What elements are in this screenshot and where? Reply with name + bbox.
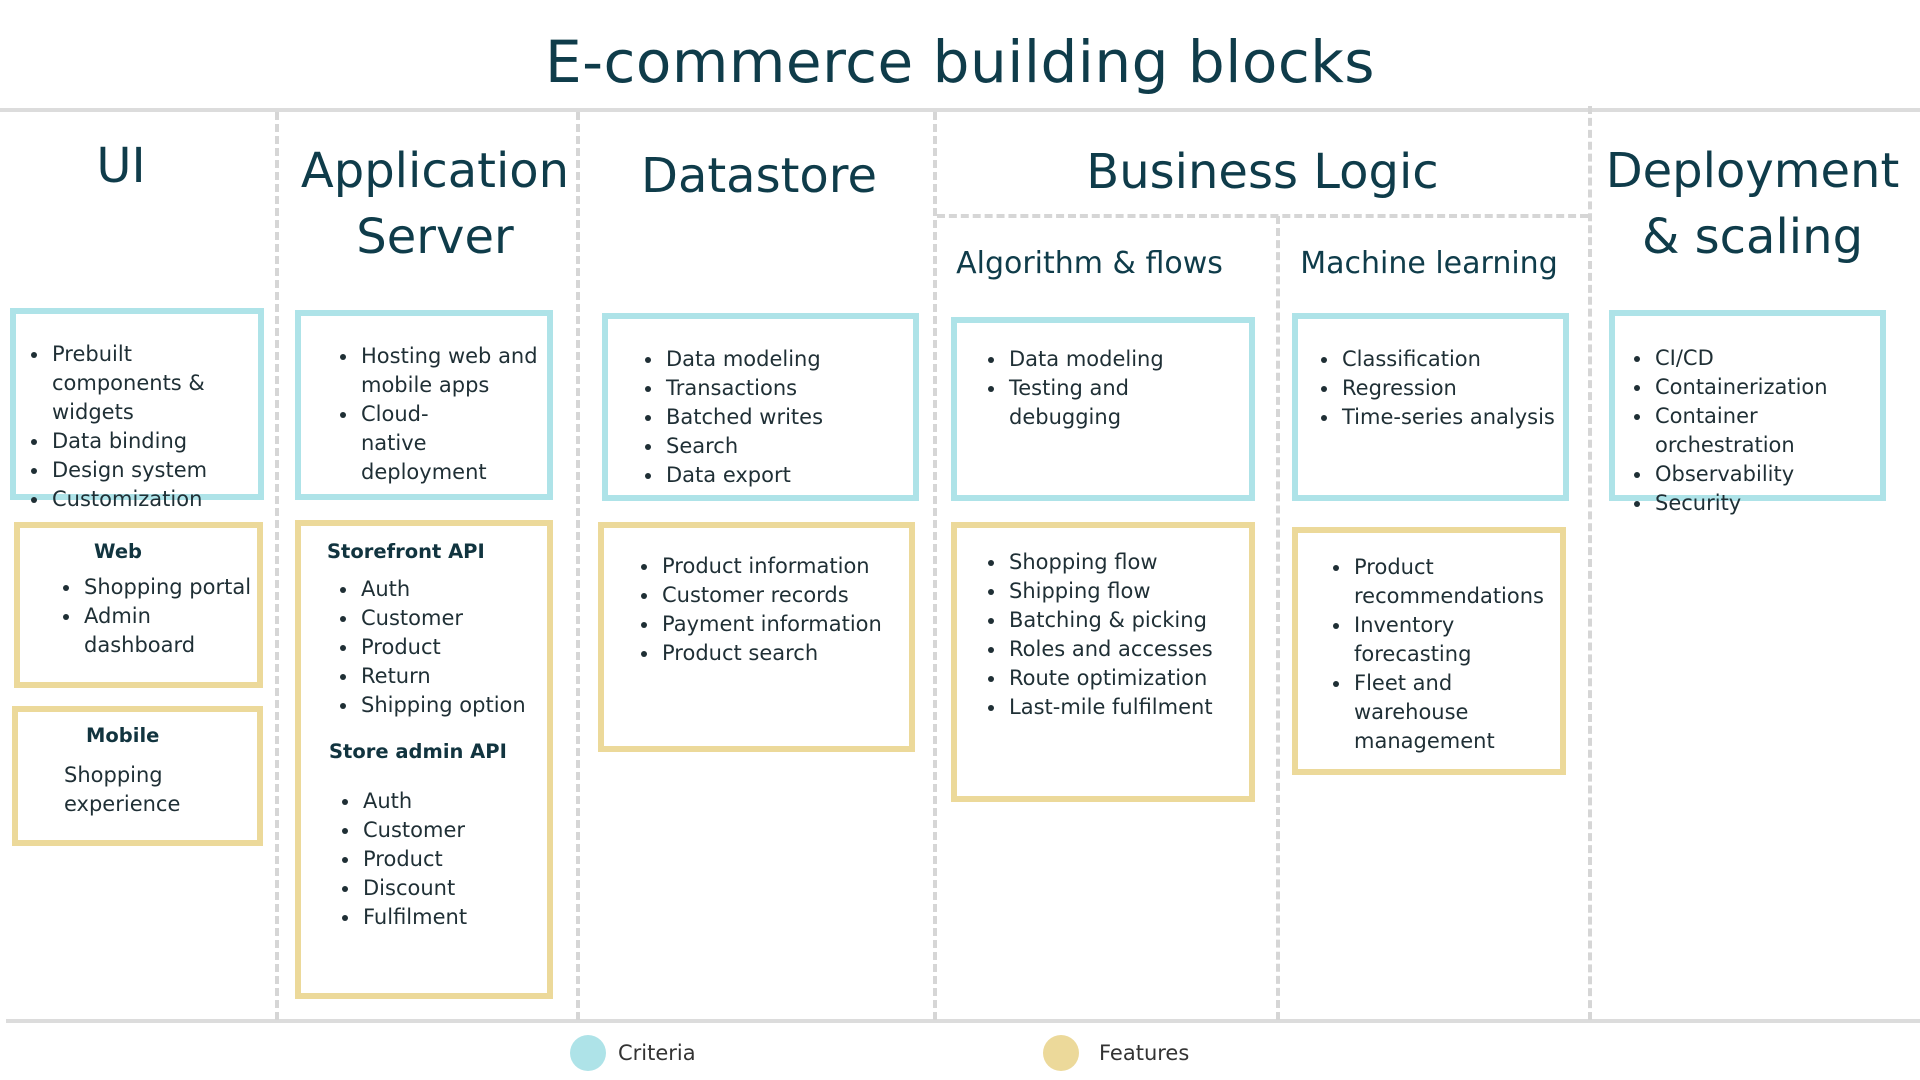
column-divider [1588,106,1592,1020]
list-item: Cloud-native deployment [359,400,491,487]
app-server-features-box: Storefront API Auth Customer Product Ret… [295,520,553,999]
business-logic-divider [937,214,1588,218]
storefront-api-heading: Storefront API [327,540,485,563]
list-item: CI/CD [1653,344,1876,373]
list-item: Customization [50,485,250,514]
datastore-features-box: Product information Customer records Pay… [598,522,915,752]
list-item: Data modeling [1007,345,1241,374]
list-item: Data binding [50,427,250,456]
list-item: Batching & picking [1007,606,1241,635]
ui-criteria-box: Prebuilt components & widgets Data bindi… [10,308,264,511]
list-item: Last-mile fulfilment [1007,693,1241,722]
list-item: Testing and debugging [1007,374,1241,432]
list-item: Roles and accesses [1007,635,1241,664]
list-item: Container orchestration [1653,402,1876,460]
legend-criteria: Criteria [570,1033,696,1073]
app-server-criteria-list: Hosting web and mobile apps Cloud-native… [301,342,539,487]
list-item: Customer records [660,581,901,610]
store-admin-api-list: Auth Customer Product Discount Fulfilmen… [301,787,543,932]
list-item: Shopping flow [1007,548,1241,577]
list-item: Batched writes [664,403,905,432]
algorithm-criteria-list: Data modeling Testing and debugging [957,345,1241,432]
list-item: Product [359,633,543,662]
mobile-feature-text: Shopping experience [64,763,181,816]
list-item: Payment information [660,610,901,639]
deployment-criteria-list: CI/CD Containerization Container orchest… [1615,344,1876,518]
ui-mobile-features-box: Mobile Shopping experience [12,706,263,846]
app-server-criteria-box: Hosting web and mobile apps Cloud-native… [295,310,553,500]
legend-features-label: Features [1099,1041,1190,1065]
subheading-machine-learning: Machine learning [1300,246,1558,281]
column-heading-datastore: Datastore [640,148,877,204]
list-item: Shipping option [359,691,543,720]
storefront-api-list: Auth Customer Product Return Shipping op… [301,575,543,720]
column-heading-ui: UI [96,138,146,194]
list-item: Shipping flow [1007,577,1241,606]
column-heading-deployment-scaling: Deployment& scaling [1605,143,1900,265]
algorithm-criteria-box: Data modeling Testing and debugging [951,317,1255,501]
list-item: Product search [660,639,901,668]
list-item: Classification [1340,345,1555,374]
list-item: Route optimization [1007,664,1241,693]
criteria-swatch [570,1035,606,1071]
list-item: Return [359,662,543,691]
list-item: Containerization [1653,373,1876,402]
list-item: Fulfilment [361,903,543,932]
list-item: Admin dashboard [82,602,195,660]
bottom-divider [6,1019,1920,1023]
list-item: Auth [361,787,543,816]
ui-criteria-list: Prebuilt components & widgets Data bindi… [16,340,250,514]
algorithm-features-list: Shopping flow Shipping flow Batching & p… [957,548,1241,722]
algorithm-features-box: Shopping flow Shipping flow Batching & p… [951,522,1255,802]
list-item: Fleet and warehouse management [1352,669,1495,756]
subheading-algorithm-flows: Algorithm & flows [956,246,1223,281]
column-heading-business-logic: Business Logic [1086,144,1439,200]
list-item: Customer [359,604,543,633]
list-item: Discount [361,874,543,903]
list-item: Product recommendations [1352,553,1544,611]
ml-features-box: Product recommendations Inventory foreca… [1292,527,1566,775]
list-item: Design system [50,456,250,485]
column-divider [933,112,937,1020]
ml-criteria-box: Classification Regression Time-series an… [1292,313,1569,501]
datastore-criteria-box: Data modeling Transactions Batched write… [602,313,919,501]
list-item: Inventory forecasting [1352,611,1474,669]
list-item: Customer [361,816,543,845]
list-item: Search [664,432,905,461]
list-item: Time-series analysis [1340,403,1555,432]
features-swatch [1043,1035,1079,1071]
top-divider [0,108,1920,112]
ml-criteria-list: Classification Regression Time-series an… [1298,345,1555,432]
list-item: Transactions [664,374,905,403]
mobile-heading: Mobile [86,724,160,747]
list-item: Shopping portal [82,573,253,602]
list-item: Data modeling [664,345,905,374]
legend-features: Features [1043,1033,1189,1073]
list-item: Hosting web and mobile apps [359,342,539,400]
page-title: E-commerce building blocks [544,28,1376,96]
column-divider [1276,216,1280,1020]
column-divider [275,112,279,1020]
store-admin-api-heading: Store admin API [329,740,507,763]
list-item: Product [361,845,543,874]
list-item: Auth [359,575,543,604]
list-item: Product information [660,552,901,581]
datastore-criteria-list: Data modeling Transactions Batched write… [608,345,905,490]
web-feature-list: Shopping portal Admin dashboard [20,573,253,660]
ml-features-list: Product recommendations Inventory foreca… [1298,553,1552,756]
list-item: Security [1653,489,1876,518]
list-item: Data export [664,461,905,490]
list-item: Observability [1653,460,1876,489]
legend-criteria-label: Criteria [618,1041,696,1065]
ui-web-features-box: Web Shopping portal Admin dashboard [14,522,263,688]
list-item: Prebuilt components & widgets [50,340,250,427]
web-heading: Web [94,540,142,563]
column-divider [576,112,580,1020]
datastore-features-list: Product information Customer records Pay… [604,552,901,668]
deployment-criteria-box: CI/CD Containerization Container orchest… [1609,310,1886,515]
list-item: Regression [1340,374,1555,403]
